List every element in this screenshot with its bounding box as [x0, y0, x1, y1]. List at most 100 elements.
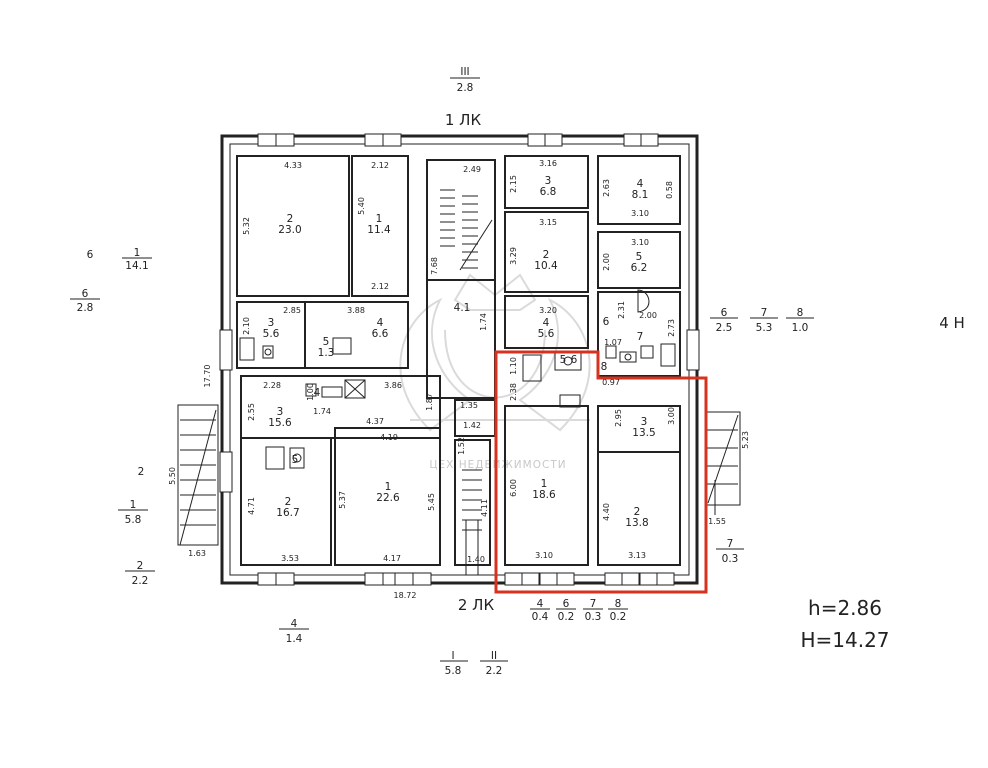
dimension: 5.32: [242, 217, 251, 235]
room-area: 5.6: [263, 328, 280, 340]
dimension: 3.10: [631, 238, 649, 247]
exterior-number: 7: [761, 307, 768, 319]
dimension: 3.00: [667, 407, 676, 425]
dimension: 3.15: [539, 218, 557, 227]
exterior-number: 8: [615, 598, 622, 610]
exterior-area: 1.4: [286, 633, 303, 645]
room-area: 6.8: [540, 186, 557, 198]
dimension: 2.31: [617, 301, 626, 319]
room-number: 2: [287, 213, 294, 225]
room-number: 4: [377, 317, 384, 329]
room-number: 4: [637, 178, 644, 190]
dimension: 2.15: [509, 175, 518, 193]
exterior-number: 6: [87, 249, 94, 261]
room-area: 16.7: [276, 507, 299, 519]
dimension: 4.40: [602, 503, 611, 521]
room-number: 4: [314, 387, 321, 399]
exterior-number: 4: [537, 598, 544, 610]
dimension: 1.07: [604, 338, 622, 347]
room-area: 8.1: [632, 189, 649, 201]
room-number: 7: [637, 331, 644, 343]
exterior-area: 0.2: [558, 611, 575, 623]
plan-marks: III 2.8 1 ЛК 2 ЛК 4 Н h=2.86 H=14.27: [445, 66, 965, 652]
dimension: 1.55: [708, 517, 726, 526]
exterior-area: 2.5: [716, 322, 733, 334]
room-area: 6.6: [372, 328, 389, 340]
dimension: 4.71: [247, 497, 256, 515]
dimension: 2.12: [371, 161, 389, 170]
exterior-stairs: [177, 404, 741, 546]
dimension: 2.63: [602, 179, 611, 197]
exterior-area: 14.1: [125, 260, 148, 272]
dimension: 5.37: [338, 491, 347, 509]
exterior-area: 0.4: [532, 611, 549, 623]
room-area: 18.6: [532, 489, 556, 501]
exterior-area: 2.8: [77, 302, 94, 314]
dimension: 3.10: [631, 209, 649, 218]
dimension: 17.70: [203, 365, 212, 388]
outside-labels: 6 1 14.1 6 2.8 2 1 5.8 2 2.2 4 1.4 I 5.8…: [70, 247, 814, 677]
dimension: 1.42: [463, 421, 481, 430]
dimension: 1.74: [479, 313, 488, 331]
exterior-number: 2: [138, 466, 145, 478]
room-area: 6: [571, 354, 578, 366]
room-area: 11.4: [367, 224, 391, 236]
room-number: 2: [543, 249, 550, 261]
room-labels: 2 23.0 1 11.4 3 5.6 5 1.3 4 6.6 3 15.6 4…: [263, 175, 656, 529]
room-number: 3: [641, 416, 648, 428]
dimension: 5.23: [741, 431, 750, 449]
room-number: 3: [277, 406, 284, 418]
dimension: 2.49: [463, 165, 481, 174]
room-area: 15.6: [268, 417, 292, 429]
dimension: 5.40: [357, 197, 366, 215]
dimension: 5.50: [168, 467, 177, 485]
dimension: 1.00: [306, 383, 315, 401]
room-area: 13.8: [625, 517, 648, 529]
exterior-area: 2.2: [132, 575, 149, 587]
exterior-number: 7: [590, 598, 597, 610]
dimension: 4.17: [383, 554, 401, 563]
dimension: 2.38: [509, 383, 518, 401]
exterior-number: 1: [130, 499, 137, 511]
windows: [219, 133, 700, 586]
dimension: 2.85: [283, 306, 301, 315]
exterior-area: 5.3: [756, 322, 773, 334]
interior-walls: [236, 155, 681, 566]
room-4n-label: 4 Н: [939, 314, 965, 332]
dimension: 2.55: [247, 403, 256, 421]
dimension: 1.87: [425, 393, 434, 411]
top-mark-area: 2.8: [457, 82, 474, 94]
dimension: 3.88: [347, 306, 365, 315]
room-number: 1: [541, 478, 548, 490]
dimension: 3.20: [539, 306, 557, 315]
room-area: 5.6: [538, 328, 555, 340]
room-number: 3: [268, 317, 275, 329]
room-area: 23.0: [278, 224, 301, 236]
dimension: 0.58: [665, 181, 674, 199]
dimension: 2.00: [602, 253, 611, 271]
exterior-area: 1.0: [792, 322, 809, 334]
dimension: 18.72: [394, 591, 417, 600]
room-area: 13.5: [632, 427, 655, 439]
stair-treads: [440, 189, 493, 575]
room-area: 10.4: [534, 260, 558, 272]
room-number: 5: [323, 336, 330, 348]
exterior-number: 6: [563, 598, 570, 610]
dimension: 7.68: [430, 257, 439, 275]
dimension: 3.10: [535, 551, 553, 560]
dimension: 4.33: [284, 161, 302, 170]
room-number: 4.1: [454, 302, 471, 314]
dimension: 1.74: [313, 407, 331, 416]
room-number: 3: [545, 175, 552, 187]
room-number: 1: [376, 213, 383, 225]
exterior-number: II: [491, 650, 497, 662]
dimension: 2.12: [371, 282, 389, 291]
dimension: 1.10: [509, 357, 518, 375]
axis-top-label: 1 ЛК: [445, 111, 482, 129]
dimension: 4.11: [480, 499, 489, 517]
dimension: 2.95: [614, 409, 623, 427]
room-number: 8: [601, 361, 608, 373]
room-number: 5: [292, 454, 299, 466]
exterior-number: 1: [134, 247, 141, 259]
